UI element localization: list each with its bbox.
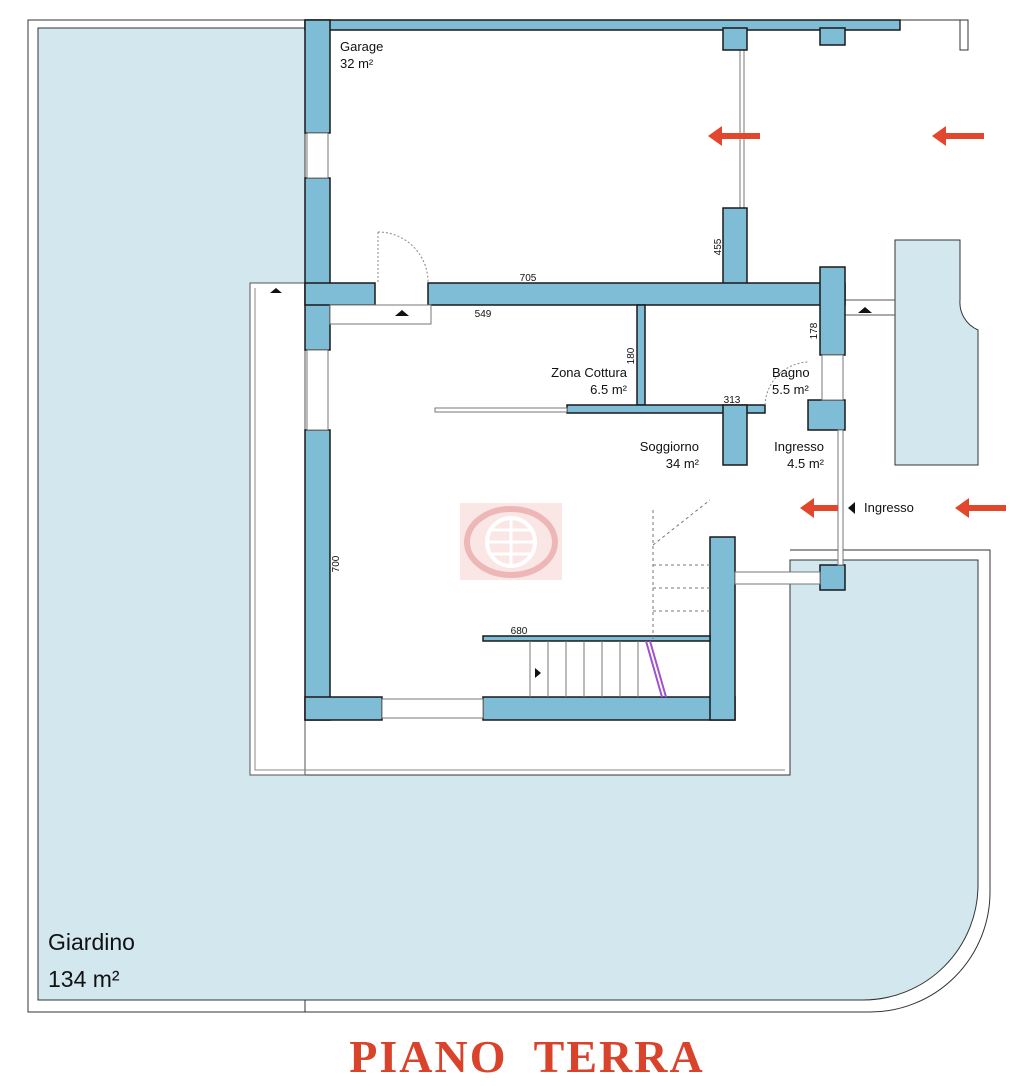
dimension-700: 700 bbox=[331, 555, 342, 572]
room-label-ingresso: Ingresso bbox=[774, 439, 824, 454]
room-label-zona-cottura: Zona Cottura bbox=[551, 365, 628, 380]
dimension-313: 313 bbox=[724, 395, 741, 406]
arrow-left-icon bbox=[800, 498, 838, 518]
room-label-garage: Garage bbox=[340, 39, 383, 54]
walls bbox=[304, 19, 901, 721]
room-area-soggiorno: 34 m² bbox=[666, 456, 700, 471]
dimension-180: 180 bbox=[626, 347, 637, 364]
windows bbox=[306, 132, 844, 719]
room-label-bagno: Bagno bbox=[772, 365, 810, 380]
dimension-455: 455 bbox=[713, 238, 724, 255]
room-area-giardino: 134 m² bbox=[48, 966, 120, 992]
floor-title: PIANO TERRA bbox=[349, 1031, 704, 1082]
dimension-705: 705 bbox=[520, 273, 537, 284]
dimension-680: 680 bbox=[511, 626, 528, 637]
side-balcony bbox=[894, 239, 979, 466]
room-label-giardino: Giardino bbox=[48, 929, 135, 955]
staircase bbox=[529, 499, 711, 698]
room-area-zona-cottura: 6.5 m² bbox=[590, 382, 628, 397]
room-area-garage: 32 m² bbox=[340, 56, 374, 71]
room-area-ingresso: 4.5 m² bbox=[787, 456, 825, 471]
arrow-left-icon bbox=[955, 498, 1006, 518]
dimension-549: 549 bbox=[475, 309, 492, 320]
arrow-left-icon bbox=[932, 126, 984, 146]
dimension-178: 178 bbox=[809, 322, 820, 339]
agency-watermark-logo bbox=[460, 503, 562, 580]
entrance-label: Ingresso bbox=[864, 500, 914, 515]
arrow-left-icon bbox=[708, 126, 760, 146]
room-area-bagno: 5.5 m² bbox=[772, 382, 810, 397]
entrance-arrows bbox=[708, 126, 1006, 518]
garage-door bbox=[739, 49, 745, 209]
room-label-soggiorno: Soggiorno bbox=[640, 439, 699, 454]
garden-area bbox=[27, 19, 991, 1013]
